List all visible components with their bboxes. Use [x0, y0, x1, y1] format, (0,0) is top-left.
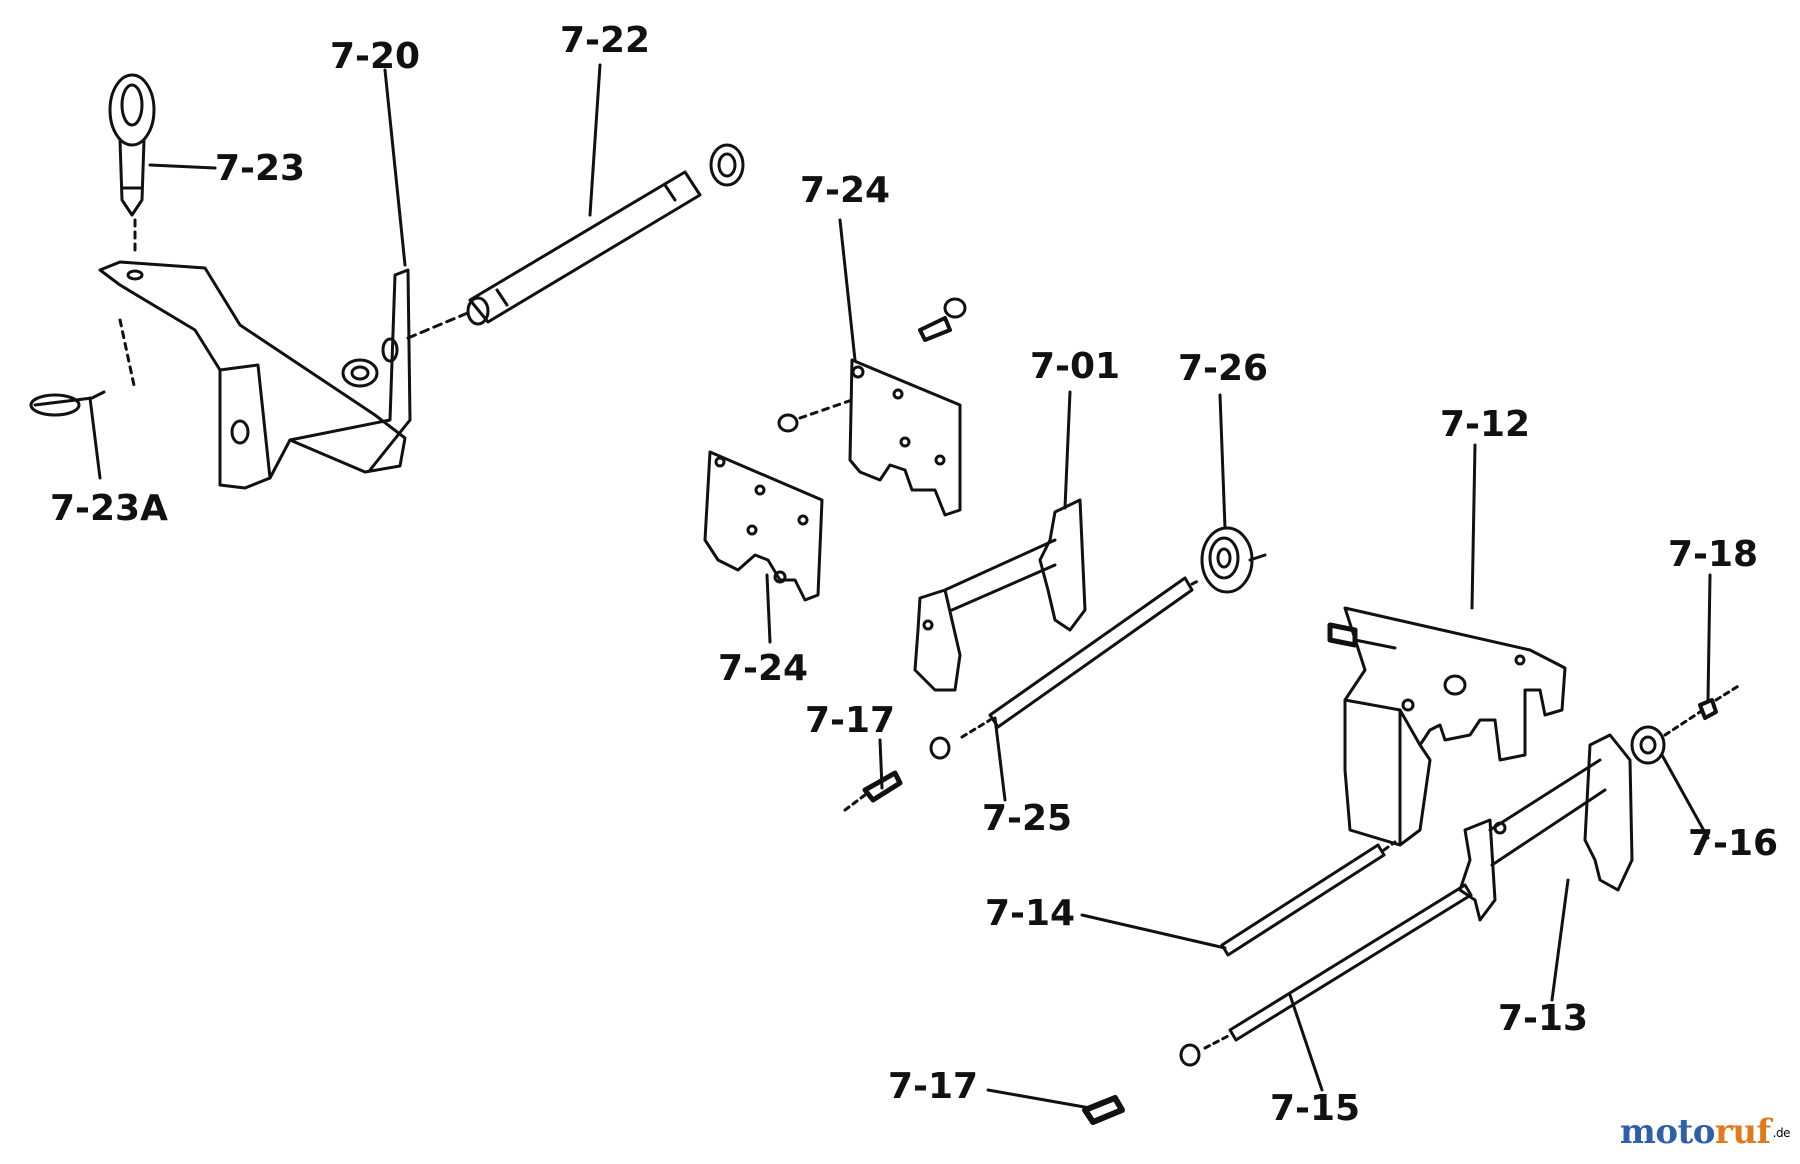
- pin-7-23: [108, 73, 156, 254]
- watermark-part1: moto: [1619, 1112, 1716, 1152]
- watermark-logo: motoruf.de: [1619, 1112, 1791, 1152]
- watermark-suffix: .de: [1772, 1126, 1791, 1140]
- shaft-7-25: [929, 576, 1202, 760]
- label-7-17-upper: 7-17: [805, 700, 895, 741]
- label-7-17-lower: 7-17: [888, 1066, 978, 1107]
- plate-7-24-lower: [703, 450, 824, 602]
- label-7-24-lower: 7-24: [718, 648, 808, 689]
- label-7-23: 7-23: [215, 148, 305, 189]
- bracket-7-12: [1327, 606, 1567, 847]
- washer-7-16: [1630, 725, 1666, 765]
- label-7-20: 7-20: [330, 36, 420, 77]
- bracket-7-13: [1458, 733, 1634, 922]
- label-7-22: 7-22: [560, 20, 650, 61]
- rod-7-15: [1179, 883, 1473, 1067]
- setscrew-7-17-lower: [1082, 1095, 1125, 1125]
- watermark-part2: ruf: [1714, 1112, 1771, 1152]
- setscrew-7-17-upper: [843, 770, 903, 812]
- label-7-16: 7-16: [1688, 823, 1778, 864]
- label-7-15: 7-15: [1270, 1088, 1360, 1129]
- label-7-24-upper: 7-24: [800, 170, 890, 211]
- bracket-7-01: [913, 498, 1087, 692]
- bearing-7-26: [1200, 526, 1267, 594]
- label-7-13: 7-13: [1498, 998, 1588, 1039]
- rod-7-14: [1220, 840, 1397, 957]
- part-labels: 7-20 7-22 7-23 7-23A 7-24 7-24 7-01 7-26…: [50, 20, 1778, 1129]
- shaft-7-22: [406, 143, 745, 340]
- label-7-18: 7-18: [1668, 534, 1758, 575]
- label-7-12: 7-12: [1440, 404, 1530, 445]
- label-7-25: 7-25: [982, 798, 1072, 839]
- plate-7-24-upper: [777, 297, 967, 517]
- nut-7-18: [1663, 683, 1742, 737]
- label-7-23a: 7-23A: [50, 488, 168, 529]
- hitch-bracket-7-20: [98, 260, 412, 490]
- label-7-01: 7-01: [1030, 346, 1120, 387]
- label-7-26: 7-26: [1178, 348, 1268, 389]
- leader-lines: [88, 63, 1712, 1110]
- clip-7-23a: [29, 390, 106, 417]
- label-7-14: 7-14: [985, 893, 1075, 934]
